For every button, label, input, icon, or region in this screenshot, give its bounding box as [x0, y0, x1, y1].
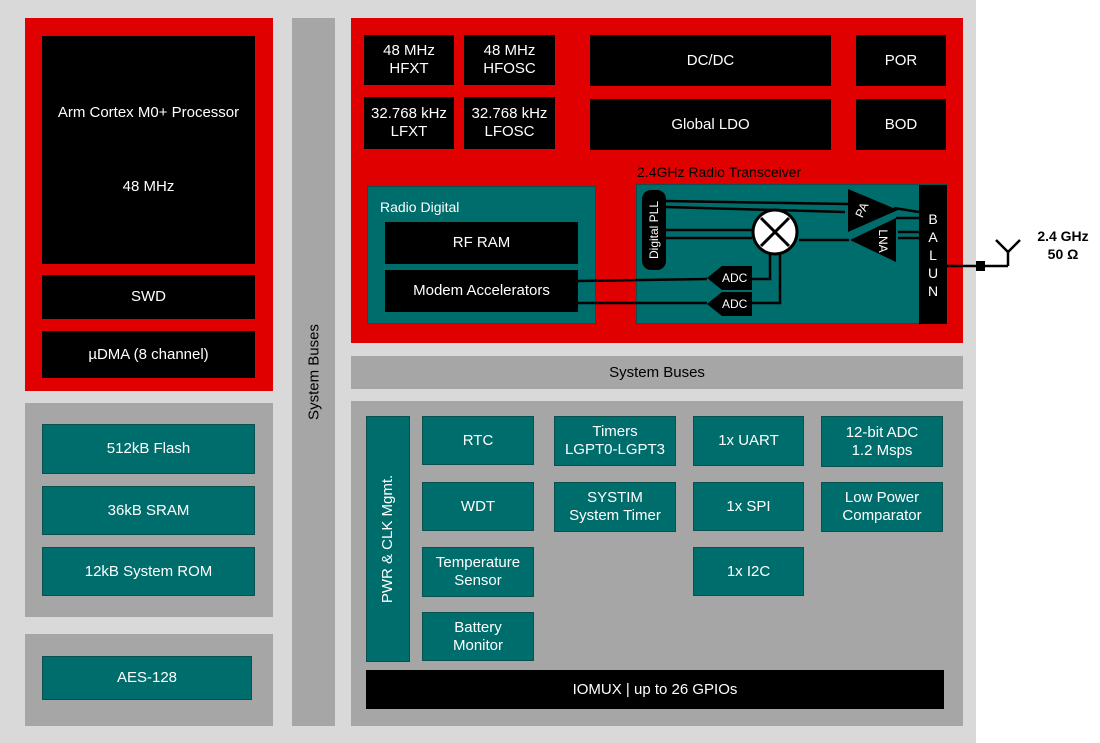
dcdc-block: DC/DC	[590, 35, 831, 86]
lfxt-block: 32.768 kHz LFXT	[364, 97, 454, 149]
modem-accelerators-block: Modem Accelerators	[385, 270, 578, 312]
wdt-block: WDT	[422, 482, 534, 531]
system-buses-vertical: System Buses	[292, 18, 335, 726]
processor-label: Arm Cortex M0+ Processor	[57, 104, 240, 121]
adc-block: 12-bit ADC 1.2 Msps	[821, 416, 943, 467]
adc-1-label: ADC	[722, 271, 748, 285]
pa-label: PA	[852, 200, 872, 220]
rf-ram-block: RF RAM	[385, 222, 578, 264]
antenna-impedance: 50 Ω	[1047, 246, 1079, 262]
adc-2-label: ADC	[722, 297, 748, 311]
temperature-sensor-block: Temperature Sensor	[422, 547, 534, 597]
systim-block: SYSTIM System Timer	[554, 482, 676, 532]
pwr-clk-mgmt-block: PWR & CLK Mgmt.	[366, 416, 410, 662]
transceiver-title: 2.4GHz Radio Transceiver	[637, 164, 802, 180]
adc-2-shape	[707, 292, 752, 316]
hfxt-block: 48 MHz HFXT	[364, 35, 454, 85]
lna-amplifier	[850, 218, 896, 262]
hfosc-block: 48 MHz HFOSC	[464, 35, 555, 85]
antenna-frequency: 2.4 GHz	[1037, 228, 1089, 244]
balun-letter-n: N	[927, 282, 939, 299]
processor-block	[42, 36, 255, 264]
pa-amplifier	[848, 189, 898, 232]
ldo-block: Global LDO	[590, 99, 831, 150]
aes-block: AES-128	[42, 656, 252, 700]
adc-1-shape	[707, 266, 752, 290]
antenna-connector	[976, 261, 985, 271]
uart-block: 1x UART	[693, 416, 804, 466]
pwr-clk-mgmt-label: PWR & CLK Mgmt.	[379, 474, 396, 604]
udma-block: µDMA (8 channel)	[42, 331, 255, 378]
system-buses-horizontal: System Buses	[351, 356, 963, 389]
por-block: POR	[856, 35, 946, 86]
balun-letter-b: B	[928, 210, 938, 227]
balun-block: B A L U N	[919, 185, 947, 324]
rom-block: 12kB System ROM	[42, 547, 255, 596]
digital-pll-block: Digital PLL	[642, 190, 666, 270]
sram-block: 36kB SRAM	[42, 486, 255, 535]
radio-digital-title: Radio Digital	[380, 199, 460, 215]
swd-block: SWD	[42, 275, 255, 319]
lfosc-block: 32.768 kHz LFOSC	[464, 97, 555, 149]
lna-label: LNA	[876, 229, 890, 253]
rtc-block: RTC	[422, 416, 534, 465]
balun-letter-l: L	[929, 246, 937, 263]
balun-letter-u: U	[927, 264, 939, 281]
flash-block: 512kB Flash	[42, 424, 255, 474]
comparator-block: Low Power Comparator	[821, 482, 943, 532]
battery-monitor-block: Battery Monitor	[422, 612, 534, 661]
balun-letter-a: A	[928, 228, 938, 245]
i2c-block: 1x I2C	[693, 547, 804, 596]
processor-clock: 48 MHz	[122, 178, 175, 195]
timers-block: Timers LGPT0-LGPT3	[554, 416, 676, 466]
bod-block: BOD	[856, 99, 946, 150]
spi-block: 1x SPI	[693, 482, 804, 531]
iomux-block: IOMUX | up to 26 GPIOs	[366, 670, 944, 709]
